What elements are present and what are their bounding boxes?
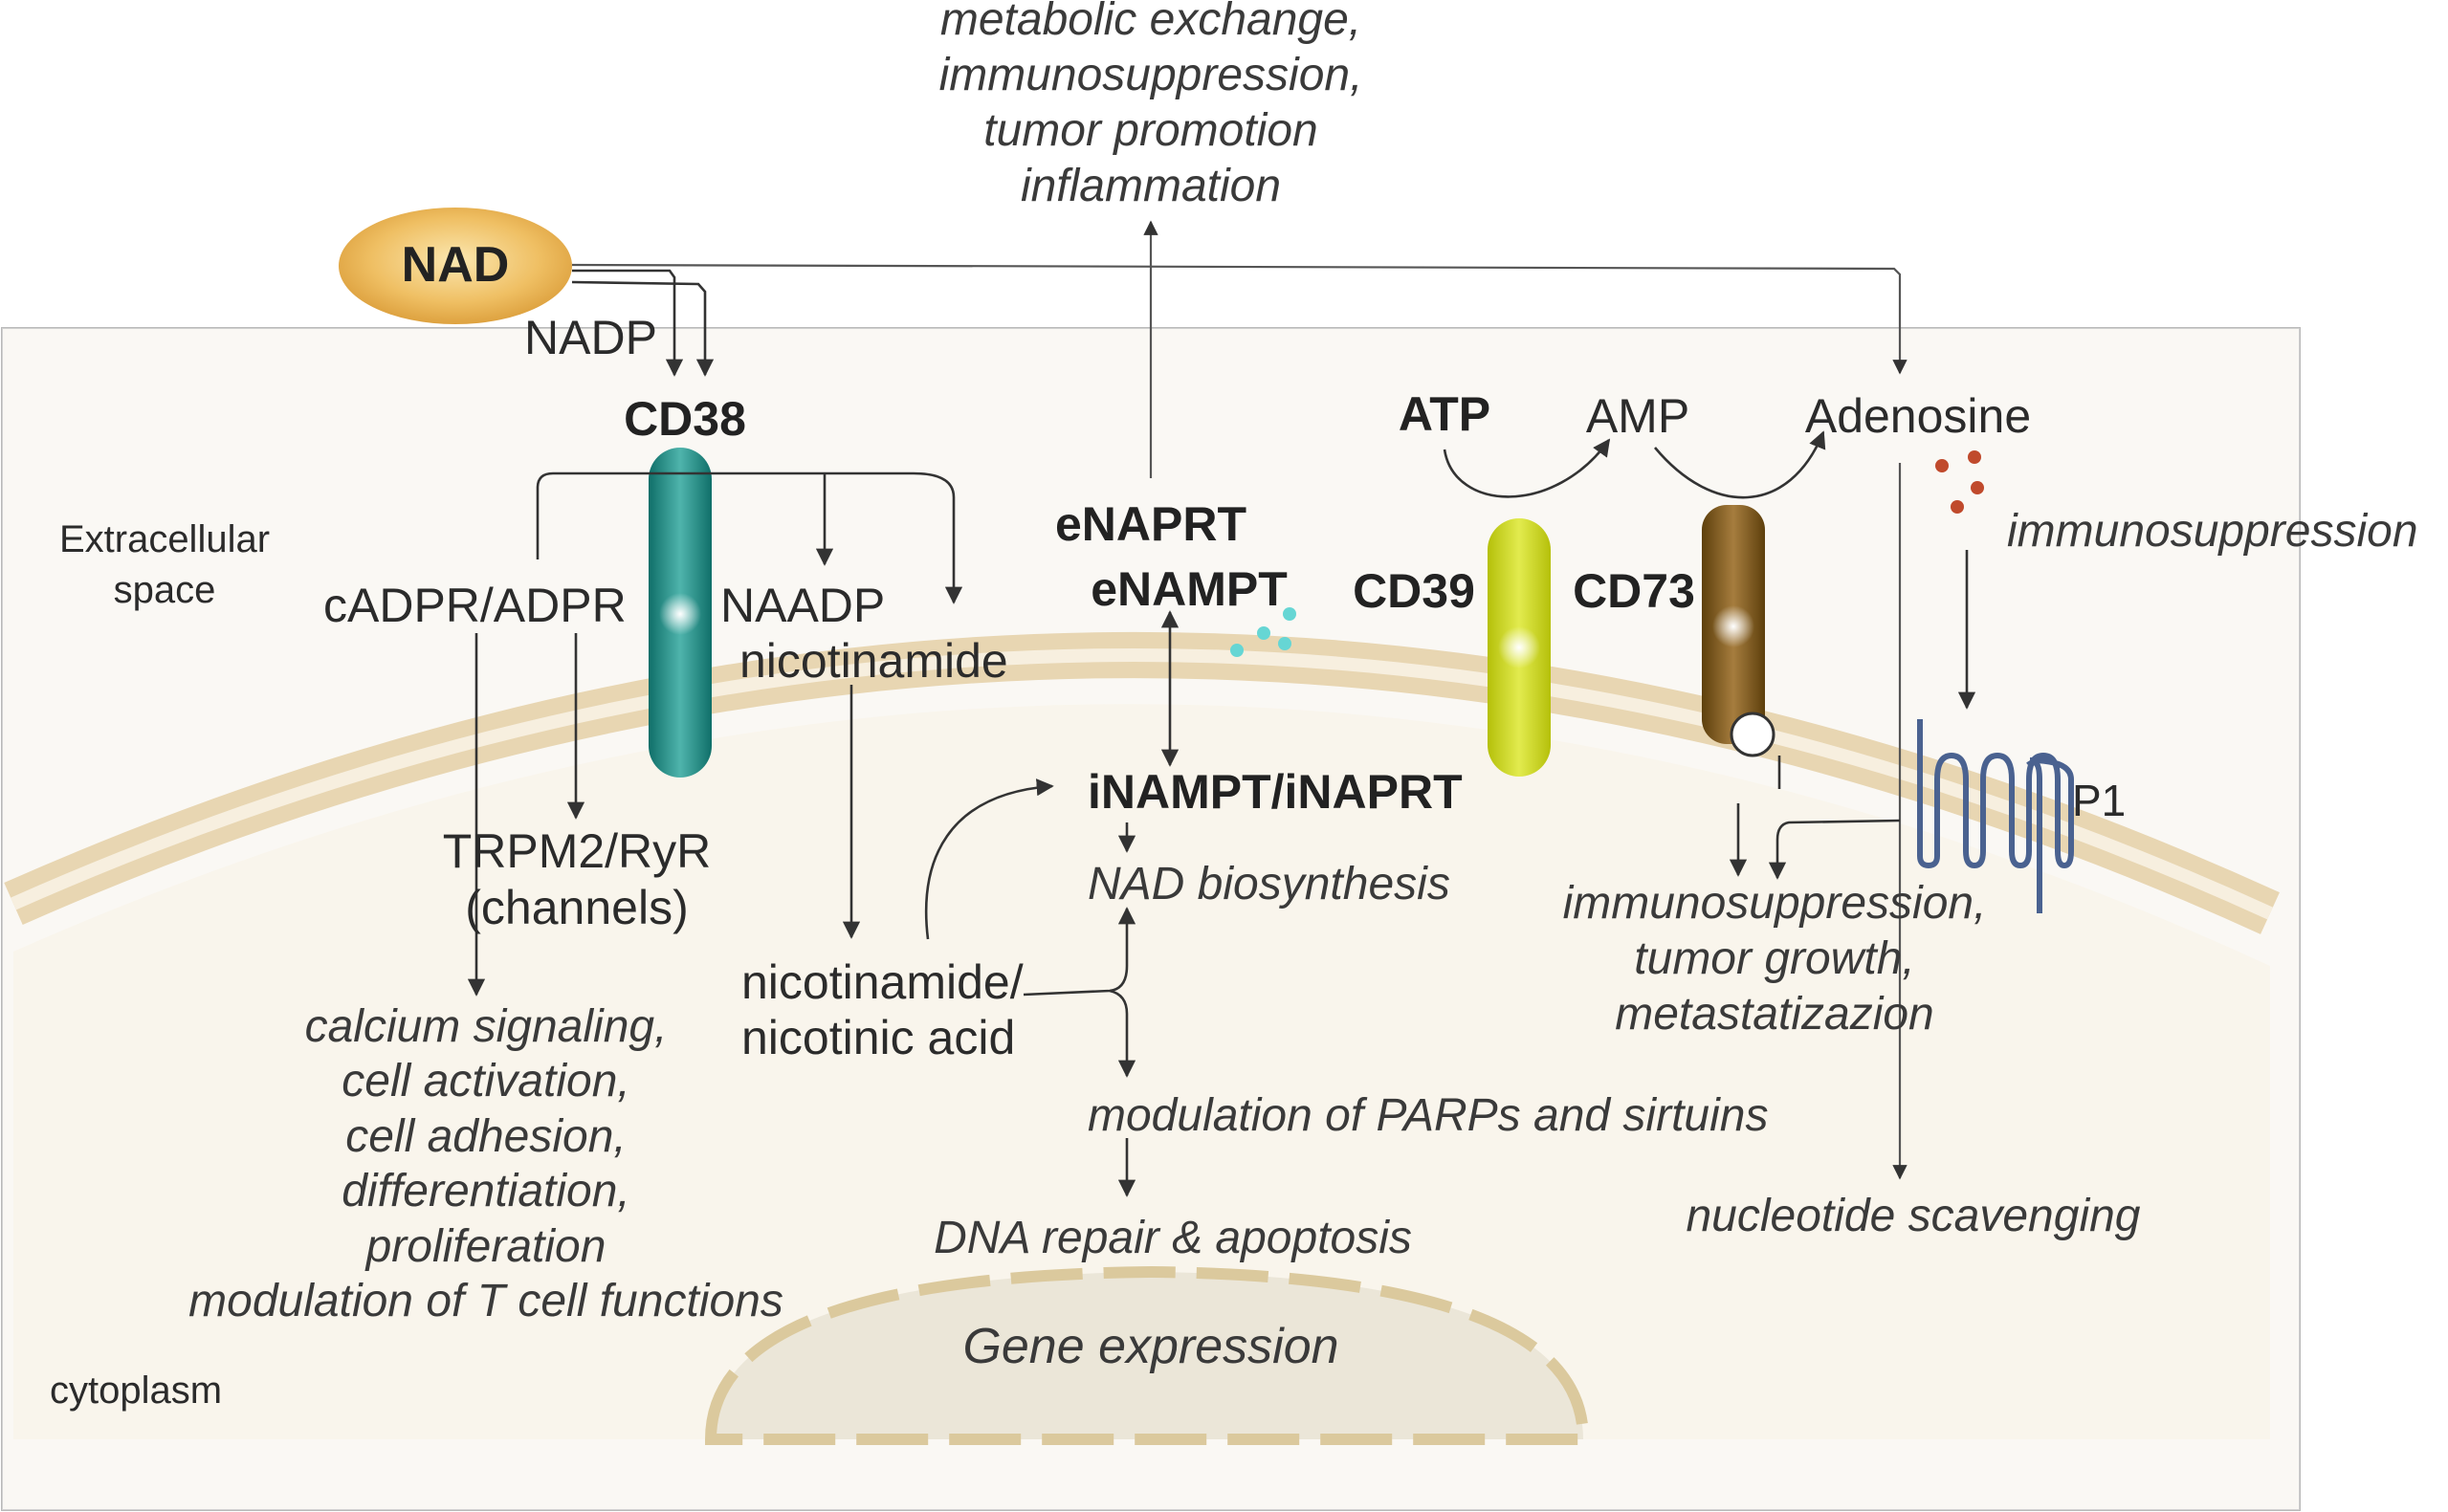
calcium-outcome-1: calcium signaling, bbox=[305, 1001, 668, 1052]
nad-ellipse bbox=[339, 208, 572, 324]
adenosine-dot bbox=[1951, 500, 1964, 514]
enampt-dot bbox=[1278, 637, 1291, 650]
enampt-dot bbox=[1230, 644, 1244, 657]
nad-label: NAD bbox=[402, 237, 510, 293]
p1-label: P1 bbox=[2072, 776, 2126, 825]
p1-receptor bbox=[1917, 719, 2074, 869]
enampt-label: eNAMPT bbox=[1091, 562, 1288, 616]
calcium-outcome-2: cell activation, bbox=[342, 1056, 629, 1107]
calcium-outcome-3: cell adhesion, bbox=[345, 1111, 627, 1162]
cd73-label: CD73 bbox=[1573, 564, 1695, 618]
cd39-label: CD39 bbox=[1353, 564, 1475, 618]
calcium-outcome-5: proliferation bbox=[364, 1221, 606, 1272]
top-outcome-1: metabolic exchange, bbox=[940, 0, 1361, 45]
nicotinamide-acid-label: nicotinamide/ bbox=[741, 955, 1024, 1009]
extracellular-label: Extracellular bbox=[59, 518, 270, 560]
parps-label: modulation of PARPs and sirtuins bbox=[1088, 1090, 1768, 1141]
top-outcome-4: inflammation bbox=[1021, 161, 1281, 211]
tumor-outcome-3: metastatizazion bbox=[1615, 989, 1934, 1040]
enaprt-label: eNAPRT bbox=[1055, 497, 1246, 551]
enampt-dot bbox=[1283, 607, 1296, 621]
inampt-label: iNAMPT/iNAPRT bbox=[1088, 765, 1463, 819]
calcium-outcome-4: differentiation, bbox=[342, 1166, 630, 1216]
tumor-outcome-2: tumor growth, bbox=[1634, 933, 1914, 984]
dna-repair-label: DNA repair & apoptosis bbox=[934, 1213, 1412, 1263]
nad-biosynthesis-label: NAD biosynthesis bbox=[1088, 859, 1450, 909]
cd38-label: CD38 bbox=[624, 392, 746, 446]
adenosine-dot bbox=[1968, 450, 1981, 464]
adenosine-label: Adenosine bbox=[1805, 389, 2031, 443]
gene-expression-label: Gene expression bbox=[962, 1319, 1338, 1374]
cd73-anchor bbox=[1730, 712, 1775, 757]
amp-label: AMP bbox=[1586, 389, 1689, 443]
cytoplasm-label: cytoplasm bbox=[50, 1370, 222, 1412]
scavenging-label: nucleotide scavenging bbox=[1686, 1191, 2140, 1241]
enampt-dot bbox=[1257, 626, 1270, 640]
trpm2-label: TRPM2/RyR bbox=[443, 824, 712, 878]
nicotinamide-label: nicotinamide bbox=[739, 634, 1008, 688]
naadp-label: NAADP bbox=[720, 579, 885, 632]
channels-label: (channels) bbox=[465, 881, 688, 934]
cytoplasm-region bbox=[13, 704, 2270, 1439]
adenosine-dot bbox=[1971, 481, 1984, 494]
extracellular-label-2: space bbox=[114, 569, 216, 611]
nadp-label: NADP bbox=[524, 311, 657, 364]
nicotinamide-acid-label-2: nicotinic acid bbox=[741, 1011, 1015, 1064]
top-outcome-2: immunosuppression, bbox=[939, 50, 1363, 100]
calcium-outcome-6: modulation of T cell functions bbox=[188, 1276, 783, 1326]
tumor-outcome-1: immunosuppression, bbox=[1563, 878, 1987, 929]
cadpr-label: cADPR/ADPR bbox=[323, 579, 627, 632]
atp-label: ATP bbox=[1399, 387, 1490, 441]
nucleus bbox=[704, 1265, 1590, 1445]
adenosine-dot bbox=[1935, 459, 1949, 472]
top-outcome-3: tumor promotion bbox=[983, 105, 1317, 156]
immuno-right-label: immunosuppression bbox=[2007, 506, 2418, 557]
